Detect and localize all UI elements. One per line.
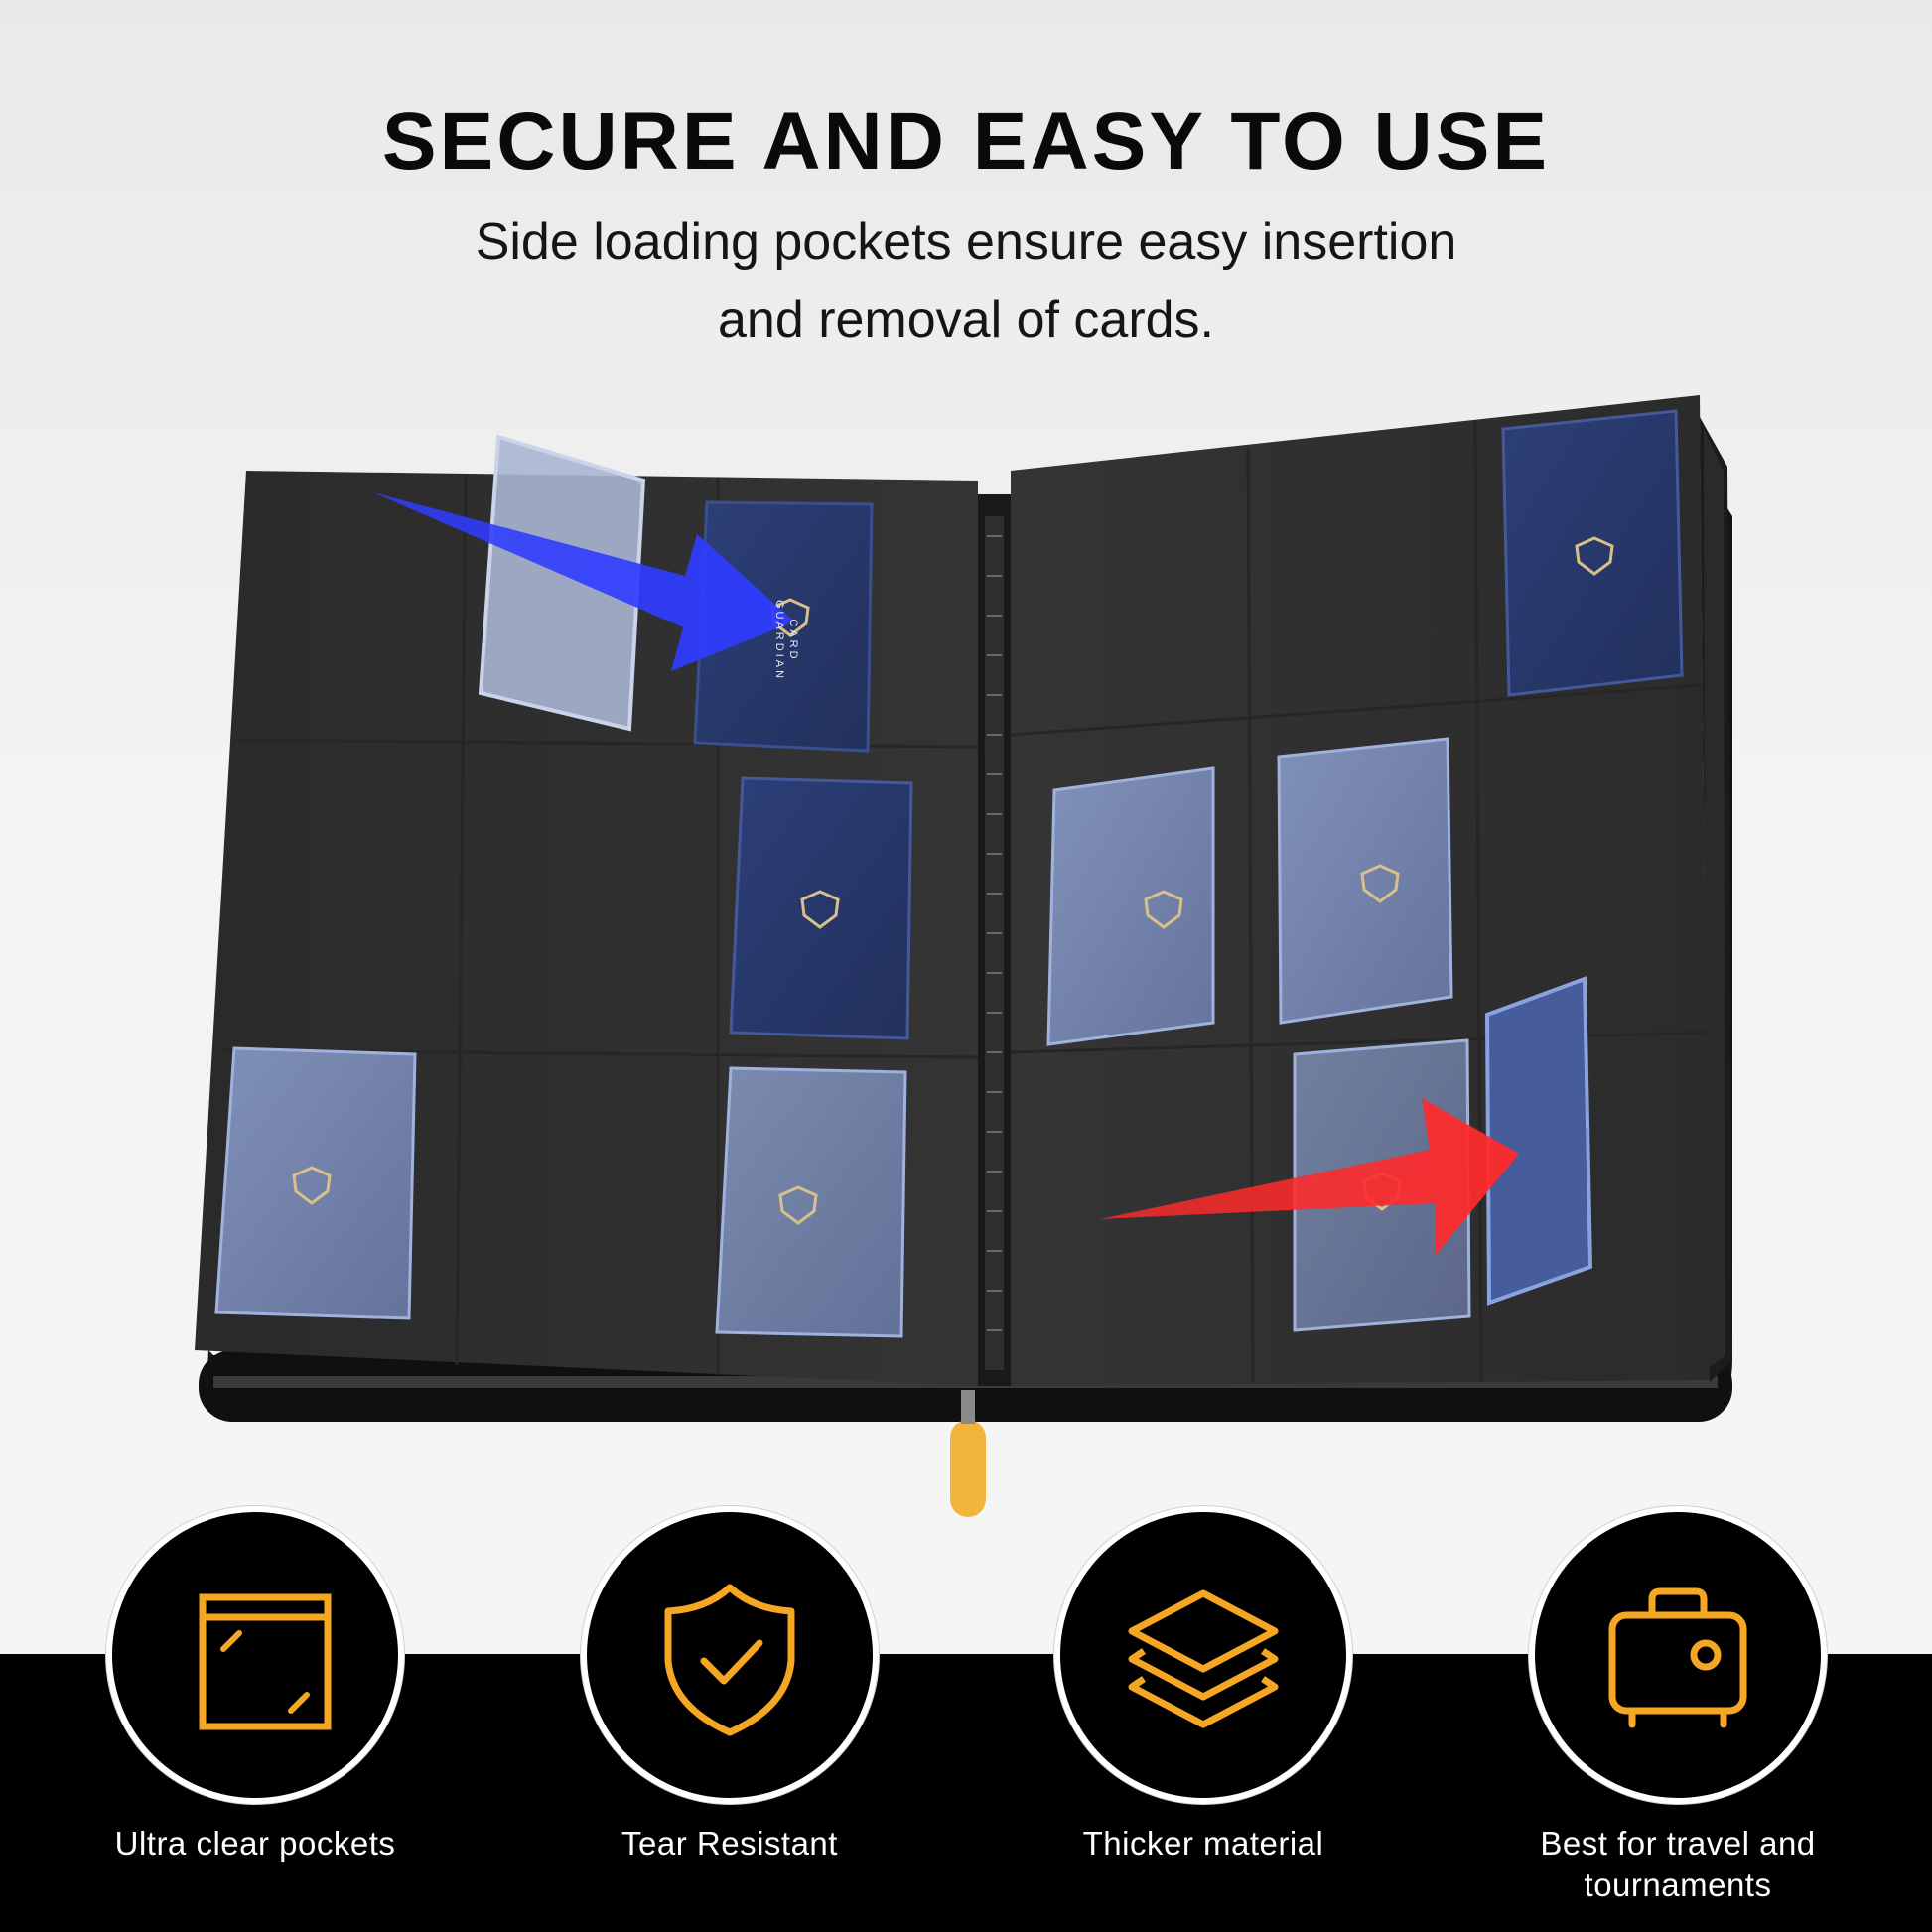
feature-label-travel-line-2: tournaments xyxy=(1584,1866,1772,1903)
card-left-bottom-corner xyxy=(214,1046,417,1320)
right-pocket-grid xyxy=(1010,420,1707,1383)
feature-label-ultra-clear: Ultra clear pockets xyxy=(114,1825,396,1862)
card-right-top xyxy=(1501,409,1684,697)
zipper-pull xyxy=(950,1420,986,1517)
page-subtitle: Side loading pockets ensure easy inserti… xyxy=(370,204,1562,358)
feature-label-thicker-material: Thicker material xyxy=(1082,1825,1324,1862)
feature-label-tear-resistant: Tear Resistant xyxy=(621,1825,838,1862)
card-left-middle xyxy=(729,776,913,1040)
card-right-middle-1 xyxy=(1046,766,1215,1046)
loose-card-remove xyxy=(1484,976,1593,1306)
subtitle-line-2: and removal of cards. xyxy=(717,291,1215,348)
feature-travel-tournaments xyxy=(1529,1506,1827,1804)
feature-label-travel-line-1: Best for travel and xyxy=(1540,1825,1816,1862)
spine-zipper-teeth xyxy=(987,535,1002,1331)
spine-rings xyxy=(985,516,1004,1370)
layers-icon xyxy=(1128,1589,1279,1728)
feature-label-travel: Best for travel and tournaments xyxy=(1479,1823,1876,1906)
card-right-middle-2 xyxy=(1277,737,1453,1025)
suitcase-icon xyxy=(1608,1587,1747,1728)
feature-tear-resistant xyxy=(581,1506,879,1804)
pocket-icon xyxy=(199,1593,332,1730)
card-brand-text: CARD GUARDIAN xyxy=(772,596,800,685)
card-left-top-blue xyxy=(693,500,874,753)
remove-arrow xyxy=(1100,1098,1519,1255)
card-brand-line-2: GUARDIAN xyxy=(773,599,785,682)
page-title: SECURE AND EASY TO USE xyxy=(381,96,1551,187)
feature-ultra-clear-pockets xyxy=(106,1506,404,1804)
feature-thicker-material xyxy=(1054,1506,1352,1804)
shield-check-icon xyxy=(664,1584,795,1736)
card-brand-line-1: CARD xyxy=(787,619,799,662)
insert-arrow xyxy=(373,492,794,671)
card-left-bottom xyxy=(715,1066,907,1338)
subtitle-line-1: Side loading pockets ensure easy inserti… xyxy=(475,213,1457,271)
loose-card-insert xyxy=(478,434,646,732)
